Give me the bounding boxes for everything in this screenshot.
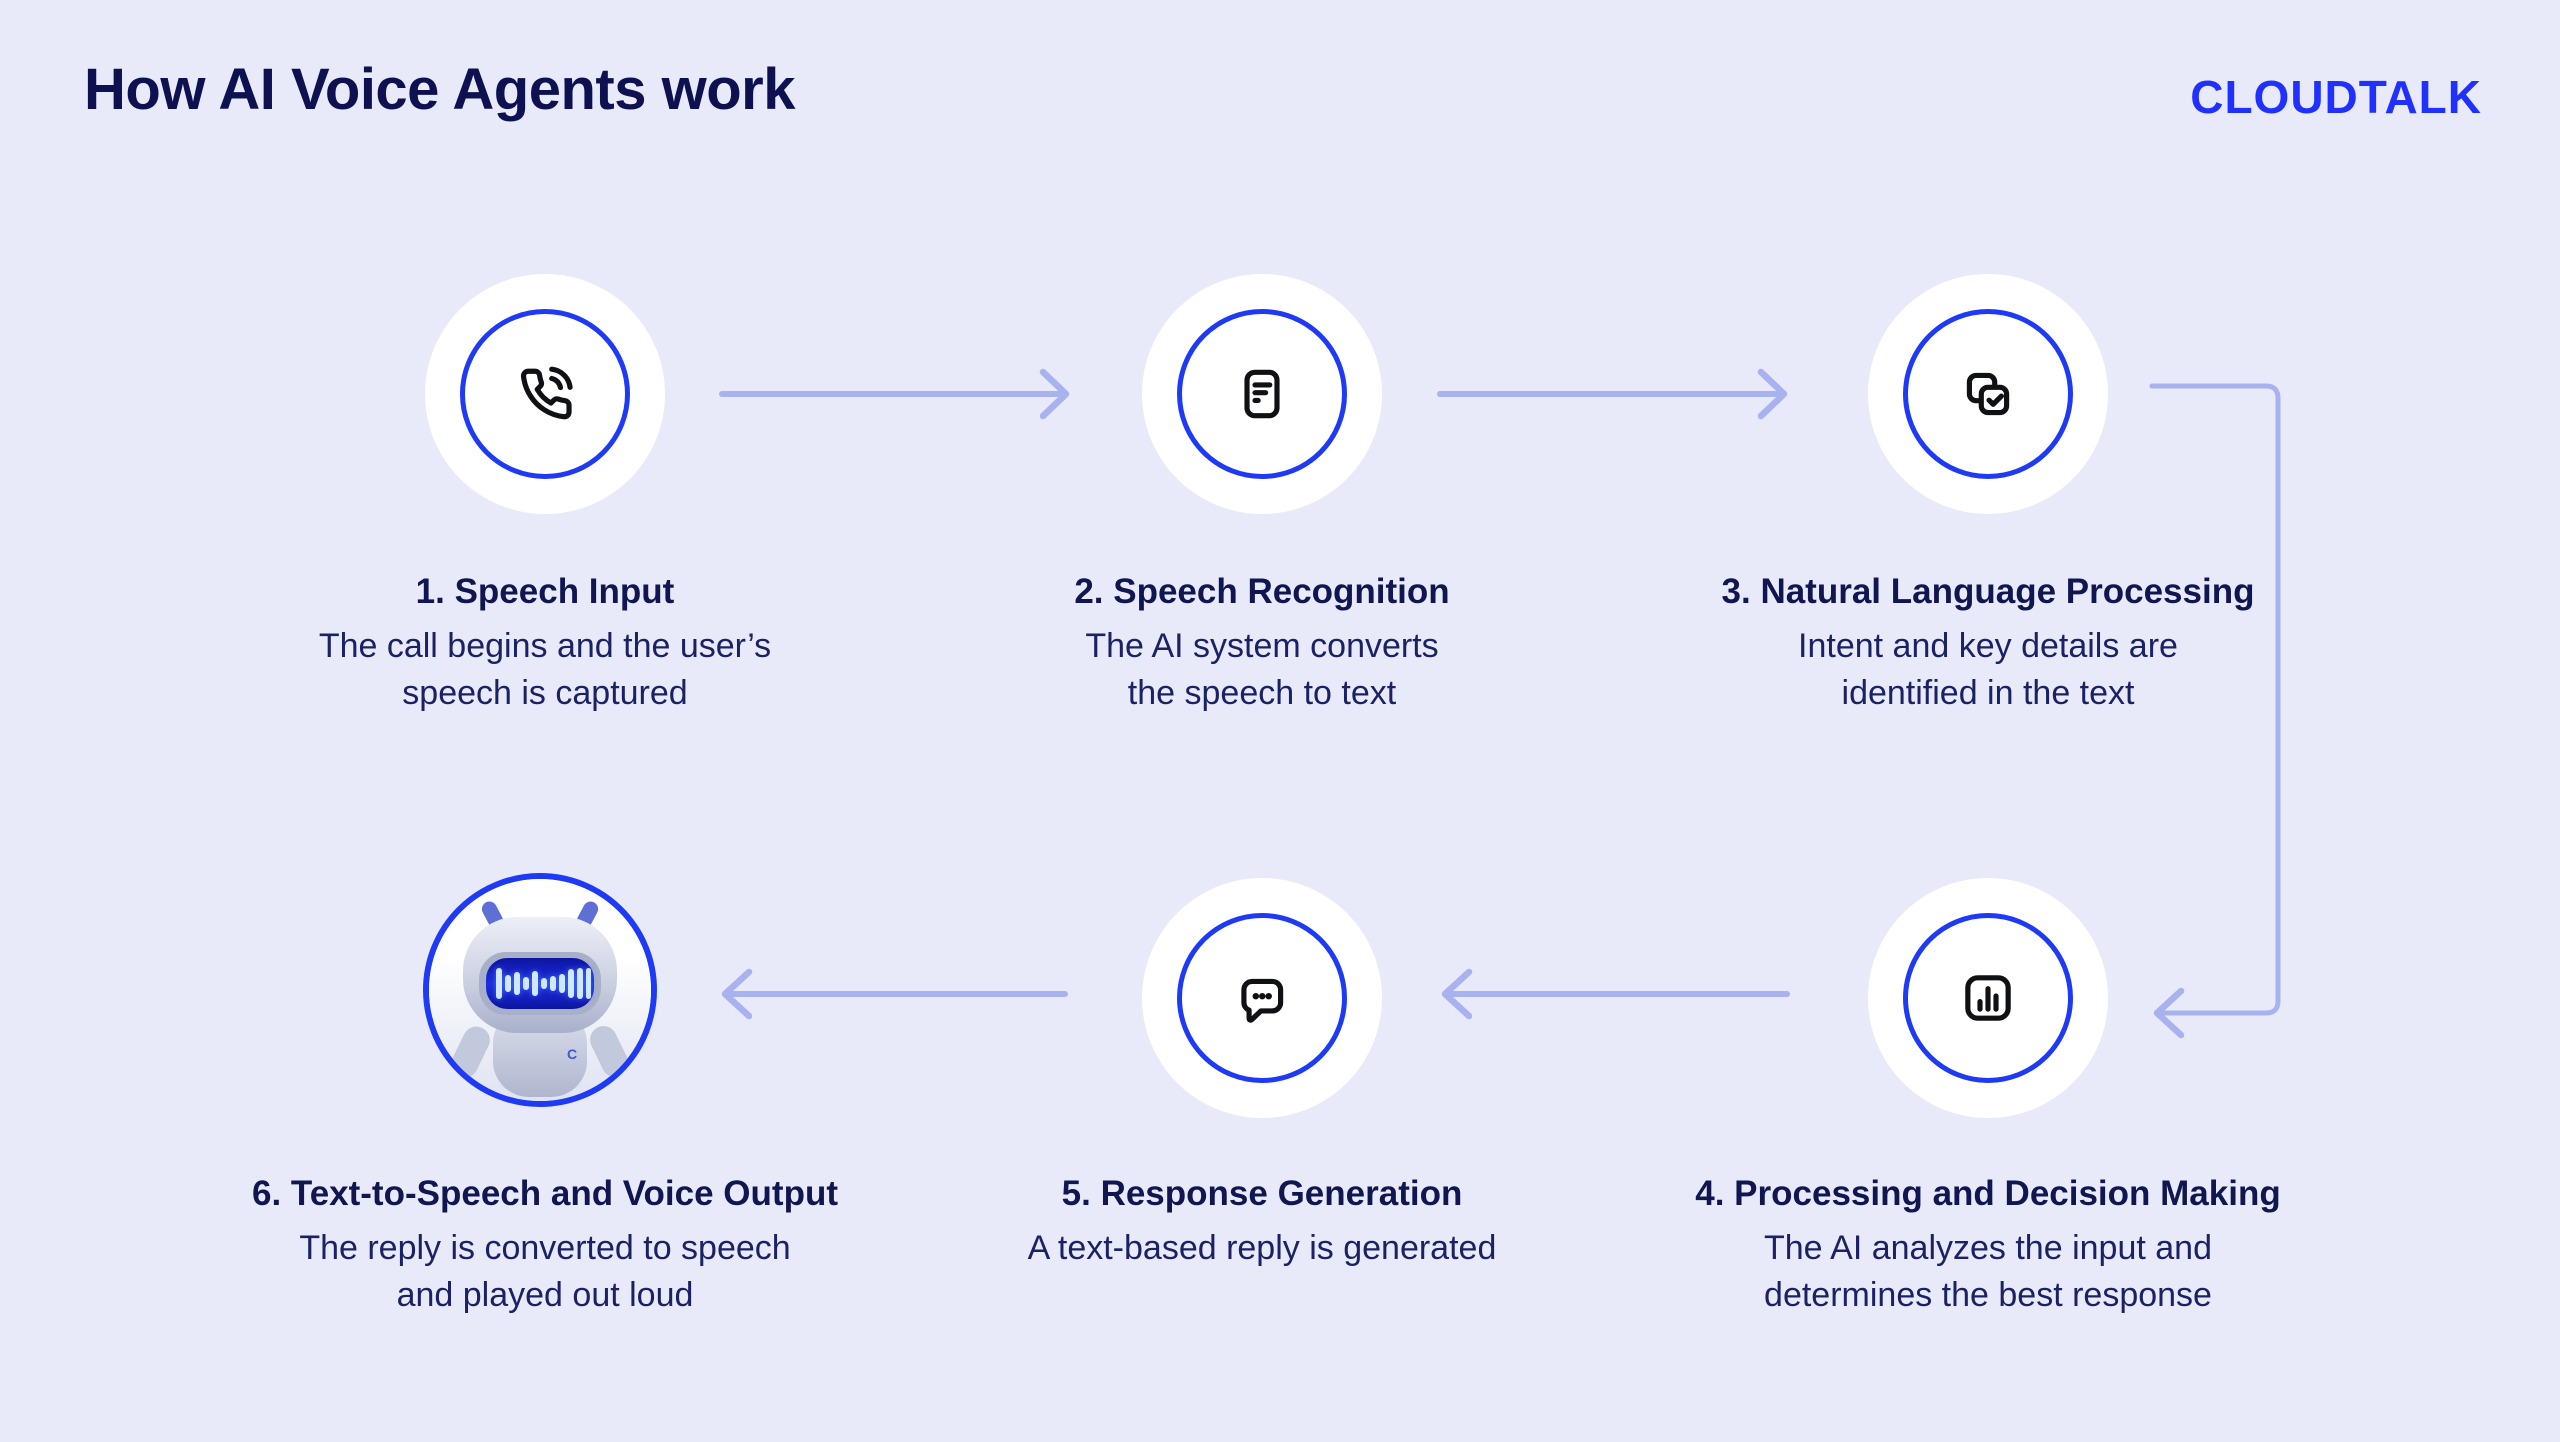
step2-text: 2. Speech Recognition The AI system conv… (912, 570, 1612, 717)
arrow-step2-to-step3 (1437, 368, 1788, 420)
step3-icon-circle (1868, 274, 2108, 514)
step4-text: 4. Processing and Decision Making The AI… (1638, 1172, 2338, 1319)
step6-text: 6. Text-to-Speech and Voice Output The r… (195, 1172, 895, 1319)
step6-description-line2: and played out loud (396, 1276, 694, 1314)
robot-avatar: C (423, 873, 657, 1107)
step5-title: 5. Response Generation (1061, 1174, 1463, 1213)
step3-description-line1: Intent and key details are (1798, 627, 2178, 665)
step2-description-line2: the speech to text (1127, 674, 1397, 712)
step2-ring (1177, 309, 1347, 479)
step4-title: 4. Processing and Decision Making (1695, 1174, 2281, 1213)
arrow-step3-to-step4-elbow (2149, 383, 2281, 1039)
step3-title: 3. Natural Language Processing (1721, 572, 2255, 611)
step2-title: 2. Speech Recognition (1074, 572, 1450, 611)
step4-ring (1903, 913, 2073, 1083)
step1-description-line1: The call begins and the user’s (318, 627, 772, 665)
chat-bubble-icon (1241, 978, 1284, 1023)
step5-text: 5. Response Generation A text-based repl… (912, 1172, 1612, 1272)
step3-description-line2: identified in the text (1841, 674, 2135, 712)
step1-ring (460, 309, 630, 479)
step5-ring (1177, 913, 1347, 1083)
page-title: How AI Voice Agents work (84, 57, 795, 122)
arrow-step5-to-step6 (721, 968, 1068, 1020)
step1-description-line2: speech is captured (402, 674, 688, 712)
cloudtalk-logo: CLOUDTALK (2190, 71, 2482, 123)
step5-description-line1: A text-based reply is generated (1027, 1229, 1497, 1267)
step2-icon-circle (1142, 274, 1382, 514)
step4-icon-circle (1868, 878, 2108, 1118)
step1-icon-circle (425, 274, 665, 514)
step4-description-line1: The AI analyzes the input and (1764, 1229, 2212, 1267)
step2-description-line1: The AI system converts (1085, 627, 1439, 665)
step3-ring (1903, 309, 2073, 479)
copy-check-icon (1966, 372, 2010, 416)
document-icon (1244, 369, 1280, 419)
svg-text:C: C (567, 1046, 577, 1062)
step4-description-line2: determines the best response (1764, 1276, 2212, 1314)
step1-text: 1. Speech Input The call begins and the … (195, 570, 895, 717)
step6-title: 6. Text-to-Speech and Voice Output (252, 1174, 838, 1213)
bar-chart-icon (1965, 975, 2011, 1021)
step1-title: 1. Speech Input (415, 572, 675, 611)
robot-illustration: C (429, 879, 651, 1101)
arrow-step4-to-step5 (1441, 968, 1790, 1020)
step6-description-line1: The reply is converted to speech (299, 1229, 791, 1267)
arrow-step1-to-step2 (719, 368, 1070, 420)
phone-icon (520, 366, 573, 420)
step5-icon-circle (1142, 878, 1382, 1118)
step3-text: 3. Natural Language Processing Intent an… (1638, 570, 2338, 717)
